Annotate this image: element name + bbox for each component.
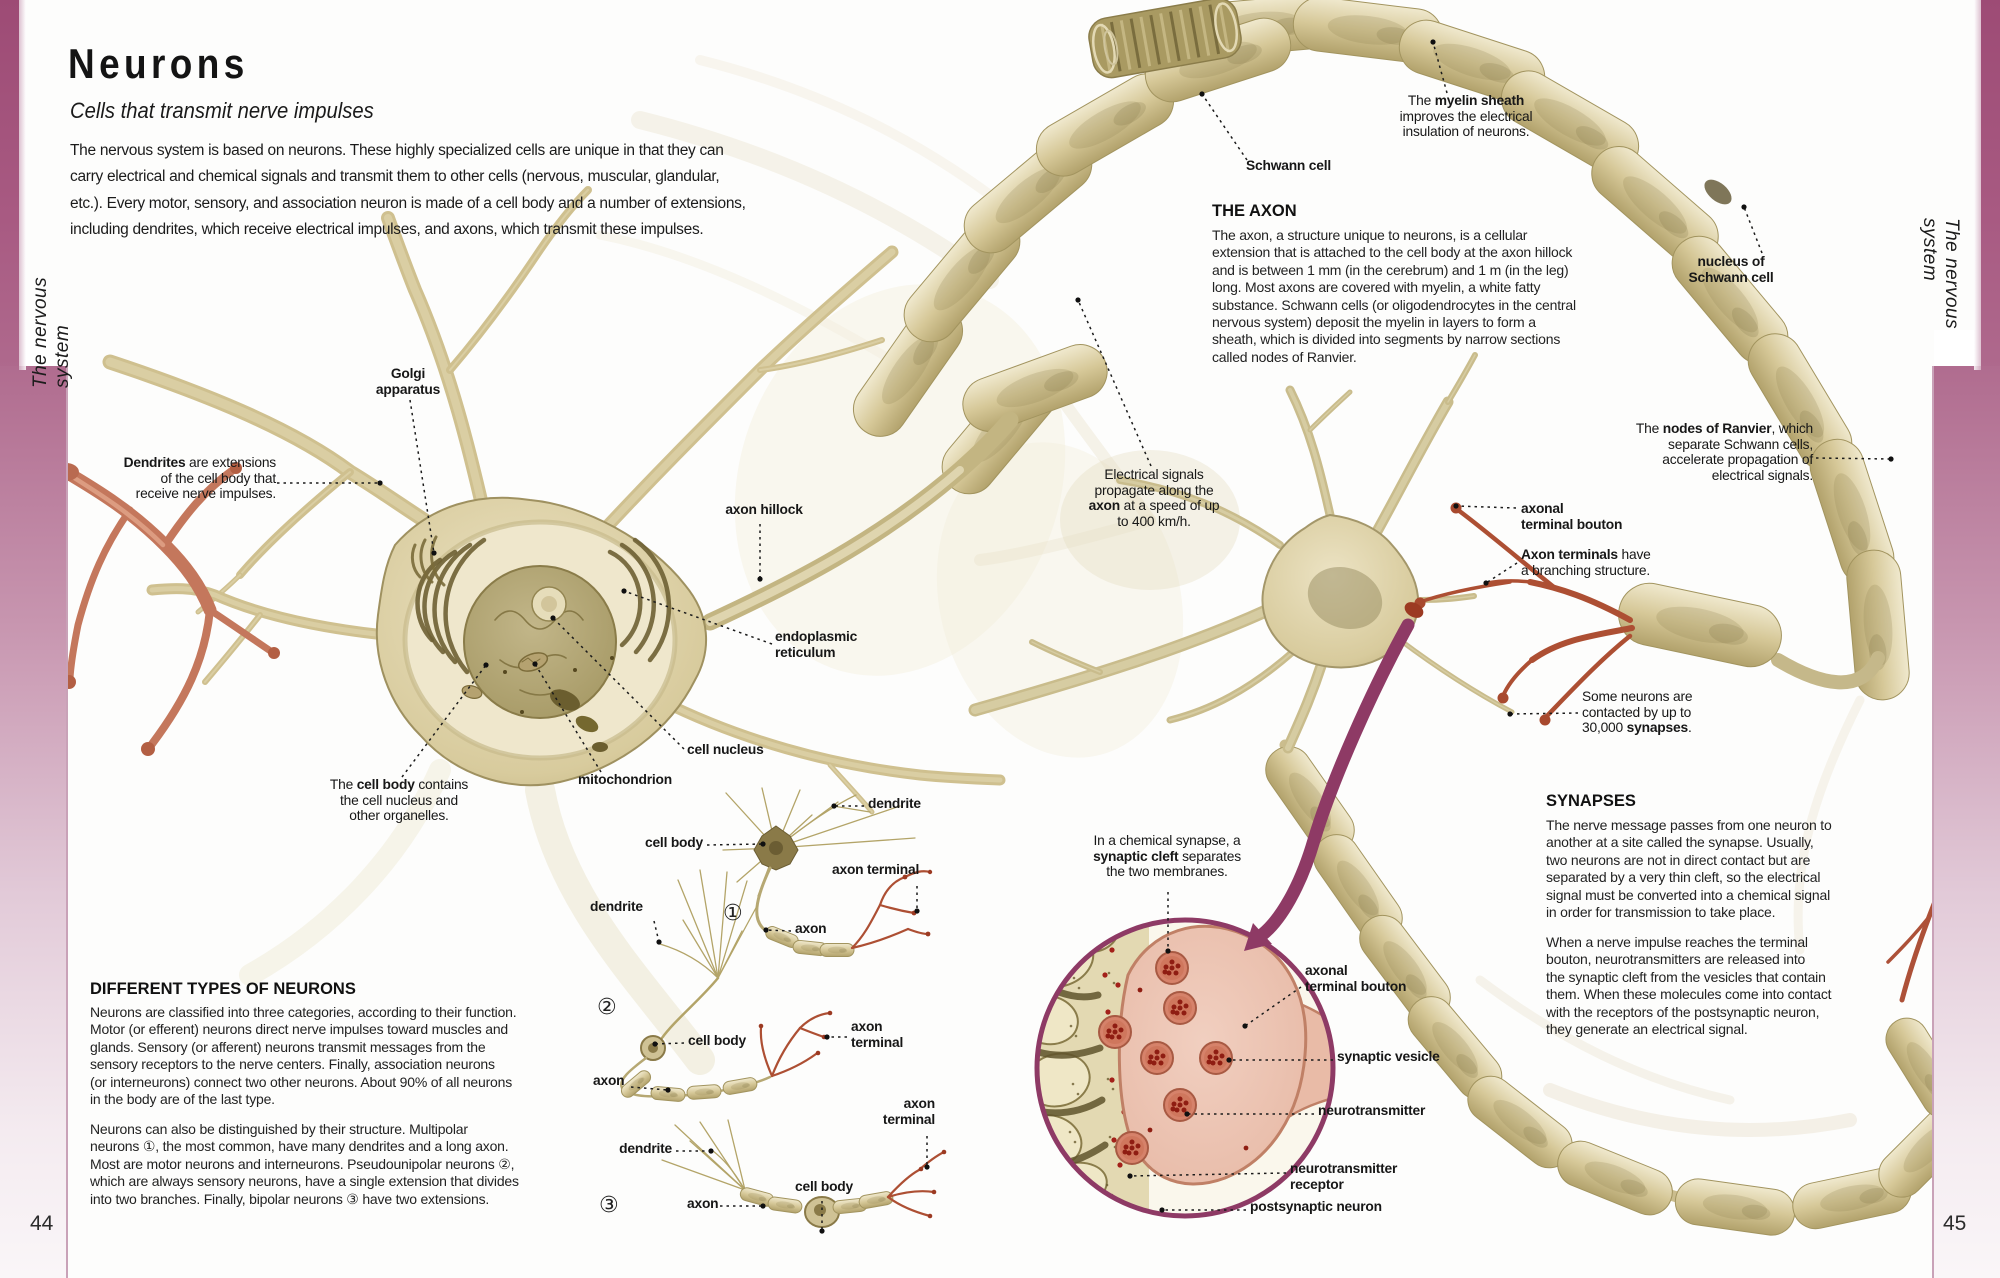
left-margin-column [0,366,68,1278]
diagram-number-2: ② [597,994,617,1019]
section-heading-synapses: SYNAPSES [1546,792,1636,810]
page-subtitle: Cells that transmit nerve impulses [70,98,374,123]
label-postsynaptic-neuron: postsynaptic neuron [1250,1199,1382,1214]
label-axon-hillock: axon hillock [725,502,803,517]
label-d3-cell-body: cell body [795,1179,854,1194]
right-margin-column [1932,366,2000,1278]
right-tab-strip [1981,0,2000,396]
section-body-synapses-1: The nerve message passes from one neuron… [1546,817,1832,921]
section-body-synapses-2: When a nerve impulse reaches the termina… [1546,934,1832,1038]
label-d3-axon: axon [687,1196,719,1211]
label-d3-dendrite: dendrite [619,1141,672,1156]
label-d1-dendrite: dendrite [868,796,921,811]
label-d1-axon-terminal: axon terminal [832,862,920,877]
label-neurotransmitter: neurotransmitter [1318,1103,1426,1118]
intro-paragraph: The nervous system is based on neurons. … [70,142,746,239]
label-d2-cell-body: cell body [688,1033,747,1048]
label-d1-axon: axon [795,921,827,936]
right-tab-edge [1974,0,1981,370]
page-number-right: 45 [1943,1212,1967,1235]
label-schwann-cell: Schwann cell [1246,158,1332,173]
label-d2-dendrite: dendrite [590,899,643,914]
section-body-types-1: Neurons are classified into three catego… [90,1004,517,1108]
left-tab-strip [0,0,19,396]
chapter-tab-left: The nervous system [30,276,73,388]
left-tab-edge [19,0,26,370]
label-cell-nucleus: cell nucleus [687,742,764,757]
section-body-the-axon: The axon, a structure unique to neurons,… [1212,227,1576,365]
section-heading-the-axon: THE AXON [1212,202,1297,220]
label-mitochondrion: mitochondrion [578,772,672,787]
label-synaptic-vesicle: synaptic vesicle [1337,1049,1440,1064]
page-number-left: 44 [30,1212,54,1235]
chapter-tab-right: The nervous system [1919,218,1962,330]
section-heading-types: DIFFERENT TYPES OF NEURONS [90,980,356,998]
label-d2-axon: axon [593,1073,625,1088]
diagram-number-3: ③ [599,1192,619,1217]
label-d1-cell-body: cell body [644,835,703,850]
diagram-number-1: ① [723,900,743,925]
section-body-types-2: Neurons can also be distinguished by the… [90,1121,519,1207]
page-title: Neurons [68,40,249,87]
